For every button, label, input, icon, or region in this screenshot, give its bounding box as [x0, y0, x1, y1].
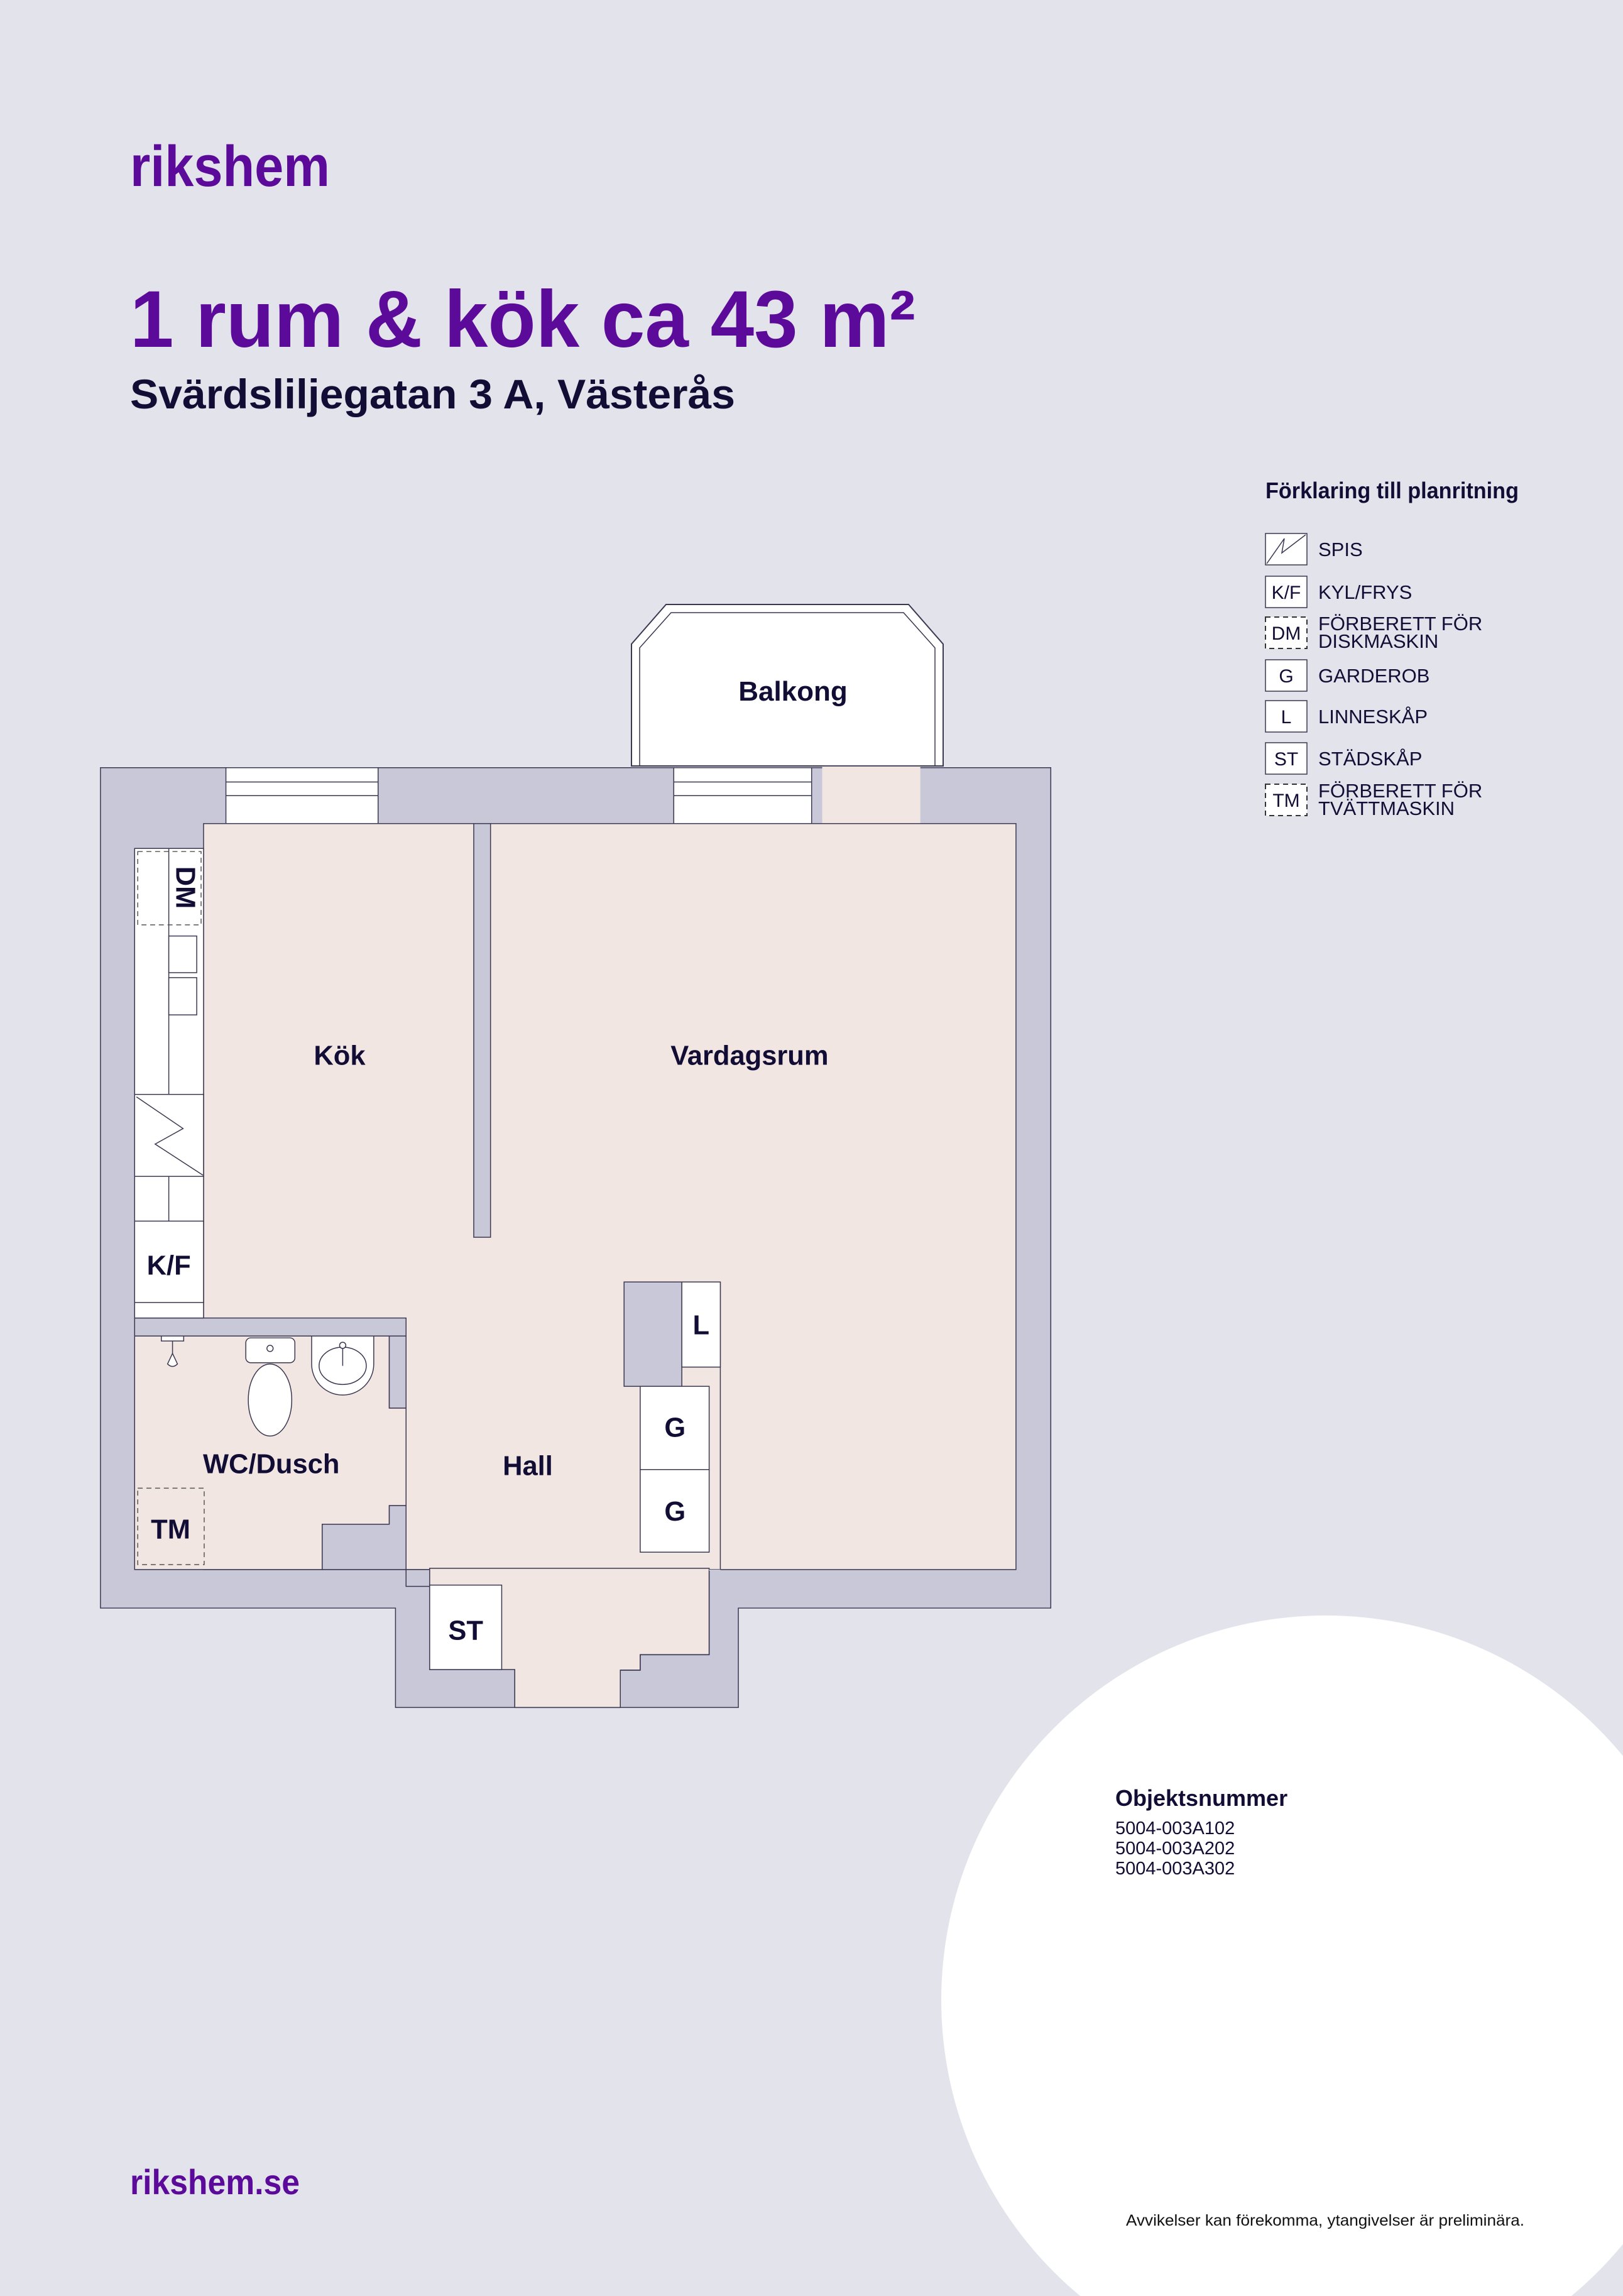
- fridge-freezer-icon: [1265, 576, 1308, 608]
- legend-code: DM: [1272, 623, 1301, 644]
- washing-machine-icon: [1265, 784, 1308, 816]
- wall-bathroom-side: [388, 1335, 407, 1409]
- washing-machine-slot: [137, 1487, 205, 1565]
- legend-item-diskmaskin: DM FÖRBERETT FÖR DISKMASKIN: [1265, 613, 1482, 652]
- cabinet: [168, 977, 197, 1015]
- wall-closet-block: [623, 1281, 682, 1387]
- object-number-heading: Objektsnummer: [1115, 1785, 1287, 1811]
- fixture-label-kf: K/F: [147, 1250, 191, 1281]
- fixture-label-g1: G: [664, 1413, 686, 1443]
- wardrobe-icon: [1265, 659, 1308, 692]
- stove-zigzag-icon: [136, 1096, 204, 1176]
- legend-code: G: [1279, 666, 1293, 687]
- dishwasher-slot: [137, 851, 202, 926]
- rikshem-logo: rikshem: [130, 134, 330, 199]
- address: Svärdsliljegatan 3 A, Västerås: [130, 371, 735, 417]
- object-number: 5004-003A302: [1115, 1859, 1235, 1879]
- legend-item-spis: SPIS: [1265, 533, 1363, 566]
- legend-item-tvattmaskin: TM FÖRBERETT FÖR TVÄTTMASKIN: [1265, 780, 1482, 819]
- legend-item-stadskap: ST STÄDSKÅP: [1265, 742, 1422, 775]
- fixture-label-l: L: [692, 1310, 709, 1340]
- legend-title: Förklaring till planritning: [1265, 478, 1519, 503]
- linen-closet-icon: [1265, 700, 1308, 733]
- balcony-doorway: [822, 766, 921, 826]
- legend-item-kyl-frys: K/F KYL/FRYS: [1265, 576, 1412, 608]
- balcony: Balkong: [631, 604, 944, 767]
- fixture-label-g2: G: [664, 1497, 686, 1527]
- window: [225, 767, 379, 824]
- info-circle: [941, 1615, 1623, 2296]
- wardrobe: [640, 1469, 710, 1553]
- fixture-label-st: ST: [448, 1616, 483, 1646]
- legend: Förklaring till planritning SPIS K/F KYL…: [1265, 478, 1519, 819]
- legend-label: GARDEROB: [1318, 665, 1429, 687]
- wall-bathroom-lower: [322, 1505, 430, 1587]
- cleaning-closet-icon: [1265, 742, 1308, 775]
- legend-label-line2: TVÄTTMASKIN: [1318, 797, 1455, 819]
- wall-kitchen-living: [473, 823, 491, 1238]
- toilet-icon: [245, 1337, 296, 1437]
- legend-label: SPIS: [1318, 538, 1363, 560]
- footer-website-link[interactable]: rikshem.se: [130, 2162, 300, 2202]
- shower-head-icon: [161, 1335, 185, 1367]
- stove-icon: [134, 1093, 204, 1177]
- legend-item-linneskap: L LINNESKÅP: [1265, 700, 1428, 733]
- room-label-hall: Hall: [503, 1451, 553, 1482]
- object-number: 5004-003A202: [1115, 1839, 1235, 1859]
- legend-label: FÖRBERETT FÖR: [1318, 613, 1482, 635]
- room-label-bathroom: WC/Dusch: [203, 1450, 339, 1480]
- floor-plan: DM K/F TM L G G: [100, 766, 1052, 1708]
- legend-label-line2: DISKMASKIN: [1318, 630, 1438, 652]
- page-title: 1 rum & kök ca 43 m²: [130, 275, 915, 364]
- object-number: 5004-003A102: [1115, 1818, 1235, 1839]
- cabinet: [168, 935, 197, 973]
- fixture-label-tm: TM: [151, 1514, 190, 1544]
- legend-label: LINNESKÅP: [1318, 706, 1428, 728]
- disclaimer: Avvikelser kan förekomma, ytangivelser ä…: [1126, 2212, 1524, 2229]
- legend-code: TM: [1272, 790, 1299, 811]
- room-label-balcony: Balkong: [738, 676, 848, 707]
- room-label-kitchen: Kök: [314, 1041, 366, 1071]
- linen-closet: [681, 1281, 721, 1368]
- wall-bathroom-top: [134, 1317, 407, 1337]
- legend-code: ST: [1274, 749, 1298, 770]
- wardrobe: [640, 1386, 710, 1470]
- fixture-label-dm: DM: [170, 866, 200, 909]
- stove-zigzag-icon: [1266, 534, 1306, 564]
- cleaning-closet: [429, 1584, 503, 1670]
- legend-item-garderob: G GARDEROB: [1265, 659, 1429, 692]
- window: [673, 767, 812, 824]
- legend-label: STÄDSKÅP: [1318, 748, 1422, 770]
- dishwasher-icon: [1265, 616, 1308, 649]
- legend-label: FÖRBERETT FÖR: [1318, 780, 1482, 802]
- room-label-living: Vardagsrum: [670, 1041, 828, 1071]
- sink-icon: [311, 1335, 374, 1396]
- legend-label: KYL/FRYS: [1318, 581, 1412, 603]
- legend-code: K/F: [1272, 582, 1301, 603]
- fridge-freezer: [134, 1220, 204, 1303]
- legend-code: L: [1281, 707, 1292, 728]
